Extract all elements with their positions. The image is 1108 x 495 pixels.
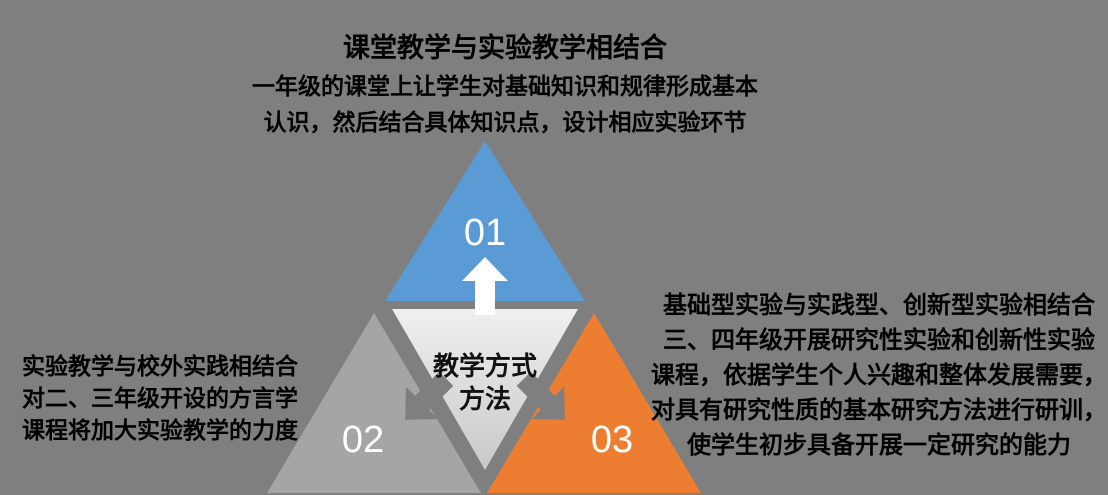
triangle-01-number: 01 — [464, 212, 506, 254]
point-3-line: 对具有研究性质的基本研究方法进行研训， — [651, 397, 1107, 424]
triangle-03-number: 03 — [591, 419, 633, 461]
triangle-02-number: 02 — [342, 419, 384, 461]
center-label-line1: 教学方式 — [433, 351, 537, 381]
arrow-up-icon — [462, 257, 508, 315]
point-3-description: 基础型实验与实践型、创新型实验相结合 三、四年级开展研究性实验和创新性实验 课程… — [650, 288, 1108, 463]
triangle-center — [392, 309, 578, 470]
point-3-title: 基础型实验与实践型、创新型实验相结合 — [663, 292, 1095, 319]
point-2-title: 实验教学与校外实践相结合 — [22, 353, 298, 379]
point-2-description: 实验教学与校外实践相结合 对二、三年级开设的方言学 课程将加大实验教学的力度 — [14, 350, 306, 446]
point-2-line: 对二、三年级开设的方言学 — [22, 385, 298, 411]
point-3-line: 课程，依据学生个人兴趣和整体发展需要， — [651, 362, 1107, 389]
triangle-02 — [267, 313, 481, 493]
triangle-03 — [487, 313, 701, 493]
point-1-title: 课堂教学与实验教学相结合 — [343, 33, 667, 63]
center-label-line2: 方法 — [459, 384, 511, 414]
point-1-line: 认识，然后结合具体知识点，设计相应实验环节 — [263, 109, 747, 135]
arrow-down-right-icon — [516, 371, 565, 420]
triangle-01 — [385, 141, 585, 301]
arrow-down-left-icon — [405, 371, 454, 420]
point-2-line: 课程将加大实验教学的力度 — [22, 417, 298, 443]
point-1-description: 课堂教学与实验教学相结合 一年级的课堂上让学生对基础知识和规律形成基本 认识，然… — [240, 28, 770, 140]
point-3-line: 使学生初步具备开展一定研究的能力 — [687, 432, 1071, 459]
point-1-line: 一年级的课堂上让学生对基础知识和规律形成基本 — [252, 73, 758, 99]
point-3-line: 三、四年级开展研究性实验和创新性实验 — [663, 327, 1095, 354]
